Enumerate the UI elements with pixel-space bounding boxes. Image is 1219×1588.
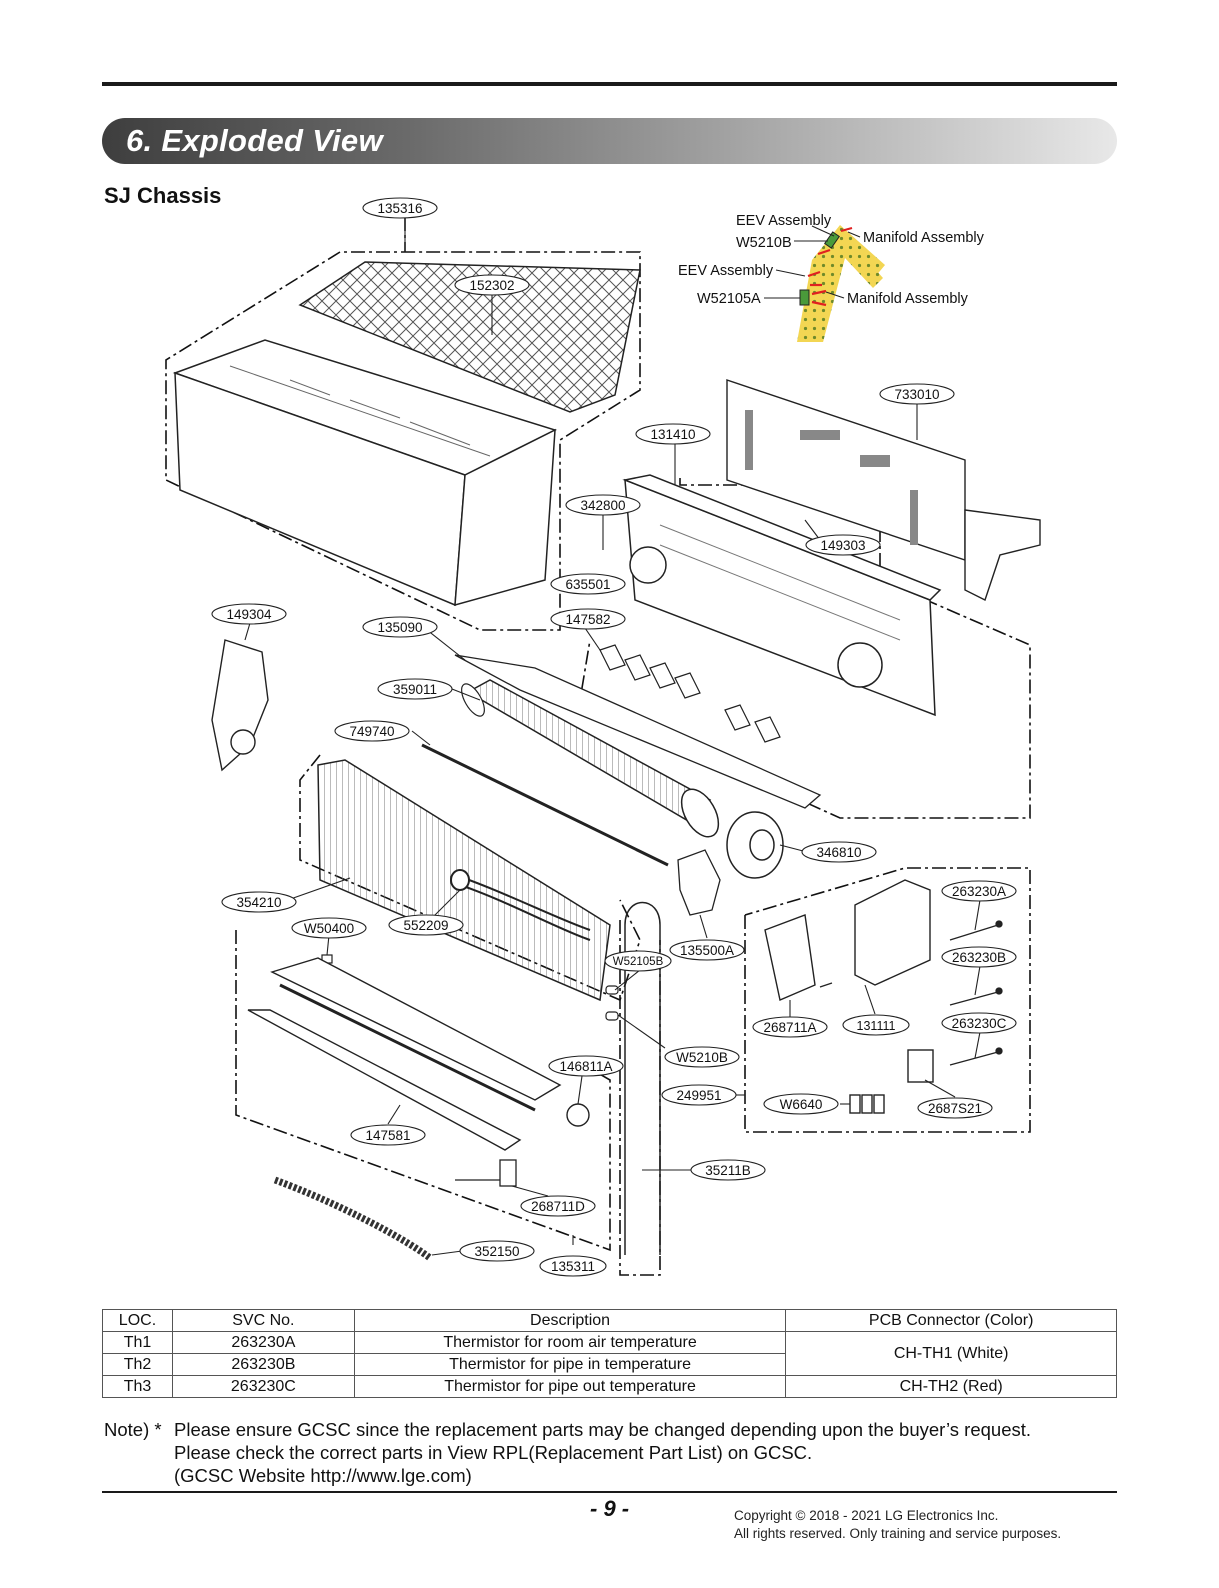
part-label: 149304 — [226, 607, 272, 622]
exploded-view-diagram: 135316 152302 733010 131410 342800 14930… — [165, 197, 1041, 1277]
svc-cell: 263230C — [171, 1375, 355, 1398]
motor-cover — [677, 849, 721, 916]
part-label: 135090 — [377, 620, 422, 635]
part-label: 131410 — [650, 427, 695, 442]
part-label: 268711A — [763, 1020, 816, 1035]
w52105a-label: W52105A — [697, 291, 761, 307]
part-label: 552209 — [403, 918, 448, 933]
part-label: 263230B — [952, 950, 1006, 965]
mounting-plate — [726, 379, 966, 561]
leader-lines — [244, 217, 981, 1256]
table-row: Th3 263230C Thermistor for pipe out temp… — [102, 1375, 1117, 1398]
connector-cell: CH-TH2 (Red) — [785, 1375, 1117, 1398]
manifold-assembly-label: Manifold Assembly — [863, 230, 985, 246]
thermistor-table: LOC. SVC No. Description PCB Connector (… — [102, 1309, 1117, 1398]
top-rule — [102, 82, 1117, 86]
section-title: 6. Exploded View — [126, 123, 383, 158]
table-row: Th1 263230A Thermistor for room air temp… — [102, 1331, 1117, 1376]
table-header: SVC No. — [171, 1309, 355, 1332]
copyright-line: Copyright © 2018 - 2021 LG Electronics I… — [734, 1508, 999, 1523]
w5210b-label: W5210B — [736, 235, 792, 251]
louvers — [599, 644, 781, 743]
svc-cell: 263230B — [171, 1353, 355, 1376]
part-label: 352150 — [474, 1244, 519, 1259]
part-label: 131111 — [857, 1019, 896, 1033]
part-label: 149303 — [820, 538, 865, 553]
part-label: 35211B — [705, 1163, 751, 1178]
note-line: Please ensure GCSC since the replacement… — [174, 1419, 1032, 1440]
bottom-rule — [102, 1491, 1117, 1493]
description-cell: Thermistor for room air temperature — [353, 1331, 787, 1354]
eev-assembly-label: EEV Assembly — [736, 213, 832, 229]
part-label: 146811A — [559, 1059, 612, 1074]
page-number: - 9 - — [590, 1496, 630, 1521]
drain-pan — [454, 654, 822, 809]
loc-cell: Th3 — [102, 1375, 173, 1398]
table-header: LOC. — [102, 1309, 173, 1332]
part-label: 152302 — [469, 278, 514, 293]
connector-cell: CH-TH1 (White) — [785, 1331, 1117, 1376]
guide-strip — [421, 743, 669, 867]
chassis — [622, 474, 942, 717]
vane-assembly — [247, 957, 562, 1151]
note-line: (GCSC Website http://www.lge.com) — [174, 1465, 472, 1486]
description-cell: Thermistor for pipe out temperature — [353, 1375, 787, 1398]
thermistors — [949, 920, 1003, 1066]
note-label: Note) * — [104, 1419, 162, 1440]
part-label: 135500A — [680, 943, 734, 958]
copyright: Copyright © 2018 - 2021 LG Electronics I… — [734, 1507, 1061, 1543]
part-label: 135311 — [551, 1259, 595, 1274]
manifold-assembly-label: Manifold Assembly — [847, 291, 969, 307]
chassis-title: SJ Chassis — [104, 183, 222, 208]
table-header: PCB Connector (Color) — [785, 1309, 1117, 1332]
copyright-line: All rights reserved. Only training and s… — [734, 1526, 1062, 1541]
loc-cell: Th2 — [102, 1353, 173, 1376]
part-label: W5210B — [676, 1050, 728, 1065]
connectors — [321, 954, 619, 1021]
part-label: 135316 — [377, 201, 422, 216]
table-header-row: LOC. SVC No. Description PCB Connector (… — [102, 1309, 1117, 1332]
part-label: 354210 — [236, 895, 281, 910]
wire-harness — [455, 1159, 517, 1187]
part-label: 268711D — [531, 1199, 585, 1214]
part-label: 263230C — [952, 1016, 1007, 1031]
crossflow-fan — [461, 679, 720, 838]
front-grille — [298, 261, 641, 413]
side-cover — [211, 639, 269, 772]
part-label: W50400 — [304, 921, 354, 936]
part-label: 635501 — [565, 577, 610, 592]
pipe-guide — [624, 901, 661, 1255]
part-label: 749740 — [349, 724, 394, 739]
part-label: 346810 — [816, 845, 861, 860]
part-label: 733010 — [894, 387, 939, 402]
side-bracket — [964, 509, 1041, 601]
drain-hose — [273, 1176, 433, 1261]
part-labels: 135316 152302 733010 131410 342800 14930… — [226, 201, 1006, 1274]
part-label: W52105B — [613, 956, 664, 968]
step-motor — [566, 1103, 590, 1127]
part-label: 147582 — [565, 612, 610, 627]
part-label-ovals — [211, 197, 1017, 1277]
front-panel — [172, 339, 558, 607]
loc-cell: Th1 — [102, 1331, 173, 1354]
part-label: 263230A — [952, 884, 1006, 899]
description-cell: Thermistor for pipe in temperature — [353, 1353, 787, 1376]
part-label: 249951 — [676, 1088, 721, 1103]
inset-labels: EEV Assembly W5210B Manifold Assembly EE… — [678, 213, 985, 307]
fan-motor — [726, 811, 784, 879]
eev-assembly-label: EEV Assembly — [678, 263, 774, 279]
part-label: 147581 — [365, 1128, 410, 1143]
table-header: Description — [353, 1309, 787, 1332]
note-line: Please check the correct parts in View R… — [174, 1442, 813, 1463]
part-label: 2687S21 — [928, 1101, 982, 1116]
part-label: 359011 — [393, 682, 437, 697]
section-banner: 6. Exploded View — [102, 118, 1117, 164]
control-box — [764, 879, 934, 1114]
part-label: 342800 — [580, 498, 625, 513]
part-label: W6640 — [780, 1097, 823, 1112]
note: Note) * Please ensure GCSC since the repl… — [104, 1418, 1031, 1487]
svc-cell: 263230A — [171, 1331, 355, 1354]
